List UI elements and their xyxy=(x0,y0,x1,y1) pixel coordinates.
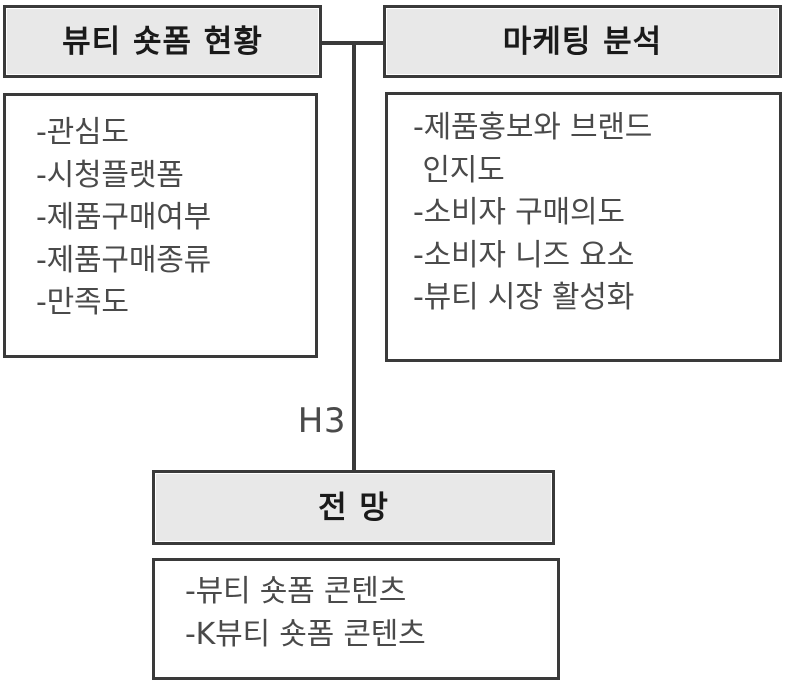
outlook-header-box: 전 망 xyxy=(152,470,555,545)
list-item: -제품구매종류 xyxy=(36,242,212,278)
status-body-box: -관심도 -시청플랫폼 -제품구매여부 -제품구매종류 -만족도 xyxy=(3,93,318,358)
list-item: -소비자 구매의도 xyxy=(413,195,625,231)
list-item: -관심도 xyxy=(36,115,129,150)
marketing-header-title: 마케팅 분석 xyxy=(502,23,663,60)
list-item: -소비자 니즈 요소 xyxy=(413,237,635,273)
connector-vertical-to-outlook xyxy=(352,41,356,472)
marketing-header-box: 마케팅 분석 xyxy=(383,5,782,78)
hypothesis-label-h3: H3 xyxy=(297,401,346,441)
outlook-header-title: 전 망 xyxy=(318,489,389,526)
status-header-title: 뷰티 숏폼 현황 xyxy=(62,23,263,60)
list-item: -뷰티 숏폼 콘텐츠 xyxy=(185,574,407,609)
outlook-item-list: -뷰티 숏폼 콘텐츠 -K뷰티 숏폼 콘텐츠 xyxy=(185,571,551,656)
list-item: -뷰티 시장 활성화 xyxy=(413,280,635,316)
marketing-item-list: -제품홍보와 브랜드 인지도 -소비자 구매의도 -소비자 니즈 요소 -뷰티 … xyxy=(413,107,771,320)
list-item: -제품홍보와 브랜드 인지도 xyxy=(413,110,653,188)
list-item: -K뷰티 숏폼 콘텐츠 xyxy=(185,616,426,652)
outlook-body-box: -뷰티 숏폼 콘텐츠 -K뷰티 숏폼 콘텐츠 xyxy=(152,558,560,680)
status-item-list: -관심도 -시청플랫폼 -제품구매여부 -제품구매종류 -만족도 xyxy=(36,112,309,325)
list-item: -만족도 xyxy=(36,285,129,321)
marketing-body-box: -제품홍보와 브랜드 인지도 -소비자 구매의도 -소비자 니즈 요소 -뷰티 … xyxy=(385,92,782,362)
list-item: -시청플랫폼 xyxy=(36,157,184,193)
status-header-box: 뷰티 숏폼 현황 xyxy=(3,5,322,78)
list-item: -제품구매여부 xyxy=(36,200,212,236)
